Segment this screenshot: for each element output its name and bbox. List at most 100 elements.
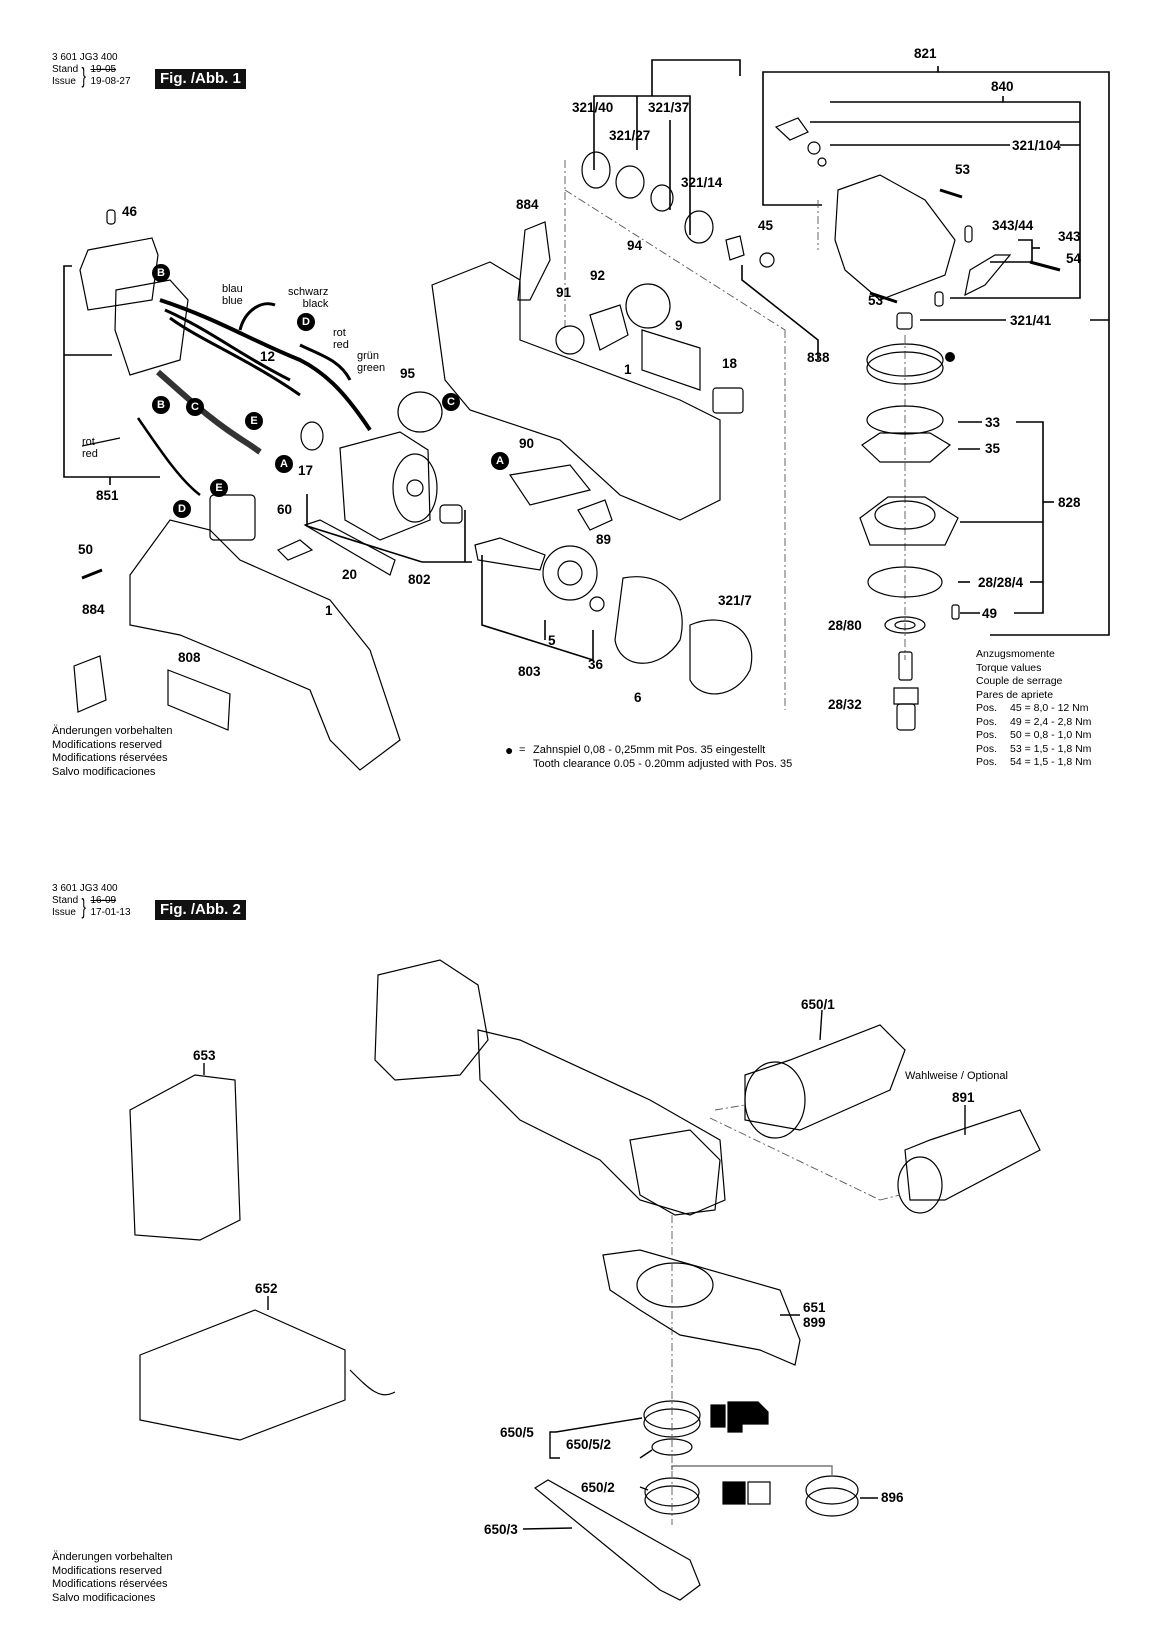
fig1-issue-date: 19-08-27 [90, 76, 131, 87]
wire-label-blue: blau blue [222, 283, 243, 307]
wire-gruen: grün [357, 350, 380, 362]
label-321-7: 321/7 [718, 593, 752, 608]
label-321-14: 321/14 [681, 175, 723, 190]
label-1-housing: 1 [624, 362, 632, 377]
torque-title-de: Anzugsmomente [976, 648, 1055, 660]
torque-row: Pos.50 = 0,8 - 1,0 Nm [976, 729, 1092, 741]
label-92: 92 [590, 268, 606, 283]
connector-d-icon: D [173, 500, 191, 518]
label-651: 651 [803, 1300, 826, 1315]
label-95: 95 [400, 366, 416, 381]
label-91: 91 [556, 285, 572, 300]
torque-title-fr: Couple de serrage [976, 675, 1063, 687]
connector-e-icon: E [210, 479, 228, 497]
label-891: 891 [952, 1090, 975, 1105]
label-803: 803 [518, 664, 541, 679]
wire-rot: rot [333, 327, 346, 339]
torque-values-table: Anzugsmomente Torque values Couple de se… [976, 648, 1091, 770]
fig2-issue-label: Issue [52, 907, 76, 918]
fig1-badge: Fig. /Abb. 1 [155, 69, 246, 89]
fig2-part-code: 3 601 JG3 400 [52, 883, 118, 894]
label-6: 6 [634, 690, 642, 705]
label-54: 54 [1066, 251, 1082, 266]
wire-schwarz: schwarz [288, 286, 329, 298]
label-650-5: 650/5 [500, 1425, 534, 1440]
label-321-41: 321/41 [1010, 313, 1052, 328]
label-53-bottom: 53 [868, 293, 884, 308]
label-35: 35 [985, 441, 1001, 456]
label-884-top: 884 [516, 197, 539, 212]
connector-b-icon: B [152, 264, 170, 282]
wire-red: red [333, 339, 349, 351]
label-28-32: 28/32 [828, 697, 862, 712]
label-650-5-2: 650/5/2 [566, 1437, 612, 1452]
label-821: 821 [914, 46, 937, 61]
bullet-icon: ● [505, 742, 514, 758]
label-89: 89 [596, 532, 612, 547]
torque-title-en: Torque values [976, 661, 1042, 674]
label-321-37: 321/37 [648, 100, 690, 115]
label-896: 896 [881, 1490, 904, 1505]
label-840: 840 [991, 79, 1014, 94]
label-28-80: 28/80 [828, 618, 862, 633]
connector-a-icon: A [275, 455, 293, 473]
connector-d-icon: D [297, 313, 315, 331]
connector-c-icon: C [442, 393, 460, 411]
label-650-3: 650/3 [484, 1522, 518, 1537]
connector-e-icon: E [245, 412, 263, 430]
label-899: 899 [803, 1315, 826, 1330]
label-20: 20 [342, 567, 358, 582]
label-884: 884 [82, 602, 105, 617]
fig1-issue-label: Issue [52, 76, 76, 87]
label-60: 60 [277, 502, 293, 517]
wire-label-green: grün green [357, 350, 385, 374]
label-33: 33 [985, 415, 1001, 430]
label-808: 808 [178, 650, 201, 665]
connector-a-icon: A [491, 452, 509, 470]
fig1-stand-label: Stand [52, 64, 79, 75]
label-650-2: 650/2 [581, 1480, 615, 1495]
fig1-leader-lines [63, 59, 1110, 661]
torque-row: Pos.54 = 1,5 - 1,8 Nm [976, 756, 1092, 768]
connector-b-icon: B [152, 396, 170, 414]
label-46: 46 [122, 204, 138, 219]
label-650-1: 650/1 [801, 997, 835, 1012]
label-1: 1 [325, 603, 333, 618]
label-321-104: 321/104 [1012, 138, 1061, 153]
label-28-28-4: 28/28/4 [978, 575, 1024, 590]
label-9: 9 [675, 318, 683, 333]
label-343-44: 343/44 [992, 218, 1034, 233]
wire-label-black: schwarz black [288, 286, 328, 310]
label-18: 18 [722, 356, 738, 371]
label-828: 828 [1058, 495, 1081, 510]
label-53-top: 53 [955, 162, 971, 177]
wire-label-red-2: rot red [82, 436, 98, 460]
fig2-disclaimer: Änderungen vorbehalten Modifications res… [52, 1551, 173, 1604]
fig1-stand-date: 19-05 [90, 64, 117, 75]
label-321-27: 321/27 [609, 128, 651, 143]
fig2-header: 3 601 JG3 400 Stand Issue } 16-09 17-01-… [52, 883, 131, 919]
label-838: 838 [807, 350, 830, 365]
torque-row: Pos.49 = 2,4 - 2,8 Nm [976, 715, 1092, 728]
fig1-part-code: 3 601 JG3 400 [52, 52, 118, 63]
wire-red-2: red [82, 448, 98, 460]
label-851: 851 [96, 488, 119, 503]
label-12: 12 [260, 349, 276, 364]
fig2-center-lines [671, 1104, 901, 1525]
wire-blau: blau [222, 283, 243, 295]
label-49: 49 [982, 606, 998, 621]
label-17: 17 [298, 463, 314, 478]
torque-title-es: Pares de apriete [976, 688, 1054, 701]
fig2-badge: Fig. /Abb. 2 [155, 900, 246, 920]
label-802: 802 [408, 572, 431, 587]
label-90: 90 [519, 436, 535, 451]
torque-row: Pos.45 = 8,0 - 12 Nm [976, 702, 1089, 714]
label-36: 36 [588, 657, 604, 672]
connector-c-icon: C [186, 398, 204, 416]
fig2-stand-date: 16-09 [90, 895, 117, 906]
equals-sign: = [519, 744, 526, 756]
wire-green: green [357, 362, 386, 374]
wire-blue: blue [222, 295, 243, 307]
label-653: 653 [193, 1048, 216, 1063]
